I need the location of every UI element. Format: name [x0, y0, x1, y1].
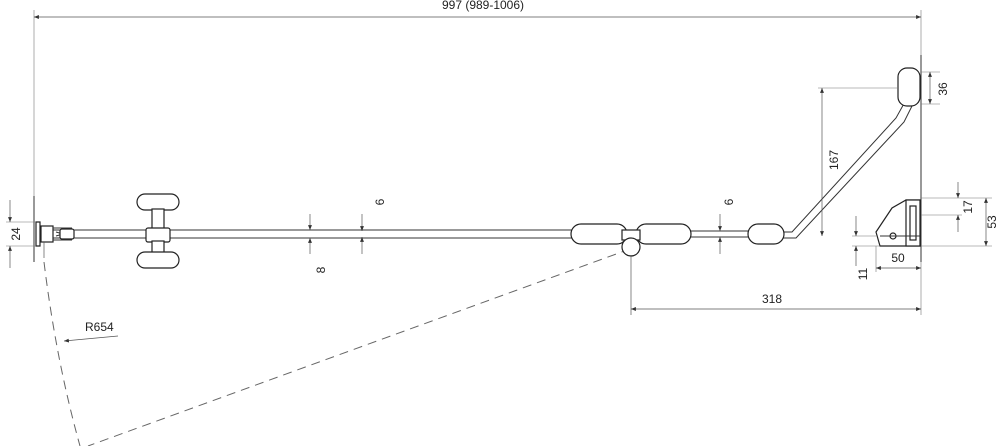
- fixed-glass-thickness-label: 6: [722, 198, 736, 205]
- bracket-53-label: 53: [985, 215, 999, 229]
- bracket-53-dimension: 53: [921, 197, 999, 247]
- door-knob: [136, 193, 180, 269]
- hinge-offset-label: 318: [762, 292, 782, 306]
- bracket-11-label: 11: [856, 267, 870, 280]
- radius-dimension: R654: [63, 320, 119, 343]
- total-width-dimension: 997 (989-1006): [33, 0, 922, 196]
- handle-height-label: 36: [936, 82, 950, 96]
- glass-thickness-6-label: 6: [373, 198, 387, 205]
- left-profile-label: 24: [9, 227, 23, 241]
- hinge-offset-dimension: 318: [631, 262, 922, 315]
- handle-height-dimension: 36: [921, 71, 950, 105]
- fixed-glass-thickness-dimension: 6: [718, 198, 736, 254]
- total-width-label: 997 (989-1006): [442, 0, 524, 12]
- door-swing-arc: [43, 248, 631, 446]
- hinge: [570, 223, 692, 315]
- glass-thickness-8-label: 8: [314, 266, 328, 273]
- stabilizer-arm: [747, 99, 915, 245]
- left-wall-profile: [35, 221, 75, 258]
- radius-label: R654: [85, 320, 114, 334]
- bracket-11-dimension: 11: [852, 216, 880, 280]
- bracket-50-dimension: 50: [875, 246, 921, 272]
- bracket-17-label: 17: [961, 200, 975, 214]
- right-wall-bracket: [875, 199, 921, 247]
- bracket-17-dimension: 17: [921, 182, 975, 232]
- left-profile-dimension: 24: [6, 200, 36, 268]
- glass-thickness-6-dimension: 6: [360, 198, 387, 254]
- glass-panel: [39, 229, 630, 239]
- glass-thickness-8-dimension: 8: [308, 214, 328, 273]
- arm-height-label: 167: [827, 150, 841, 170]
- bracket-50-label: 50: [891, 251, 905, 265]
- wall-handle-bracket: [897, 67, 921, 107]
- arm-height-dimension: 167: [818, 87, 898, 236]
